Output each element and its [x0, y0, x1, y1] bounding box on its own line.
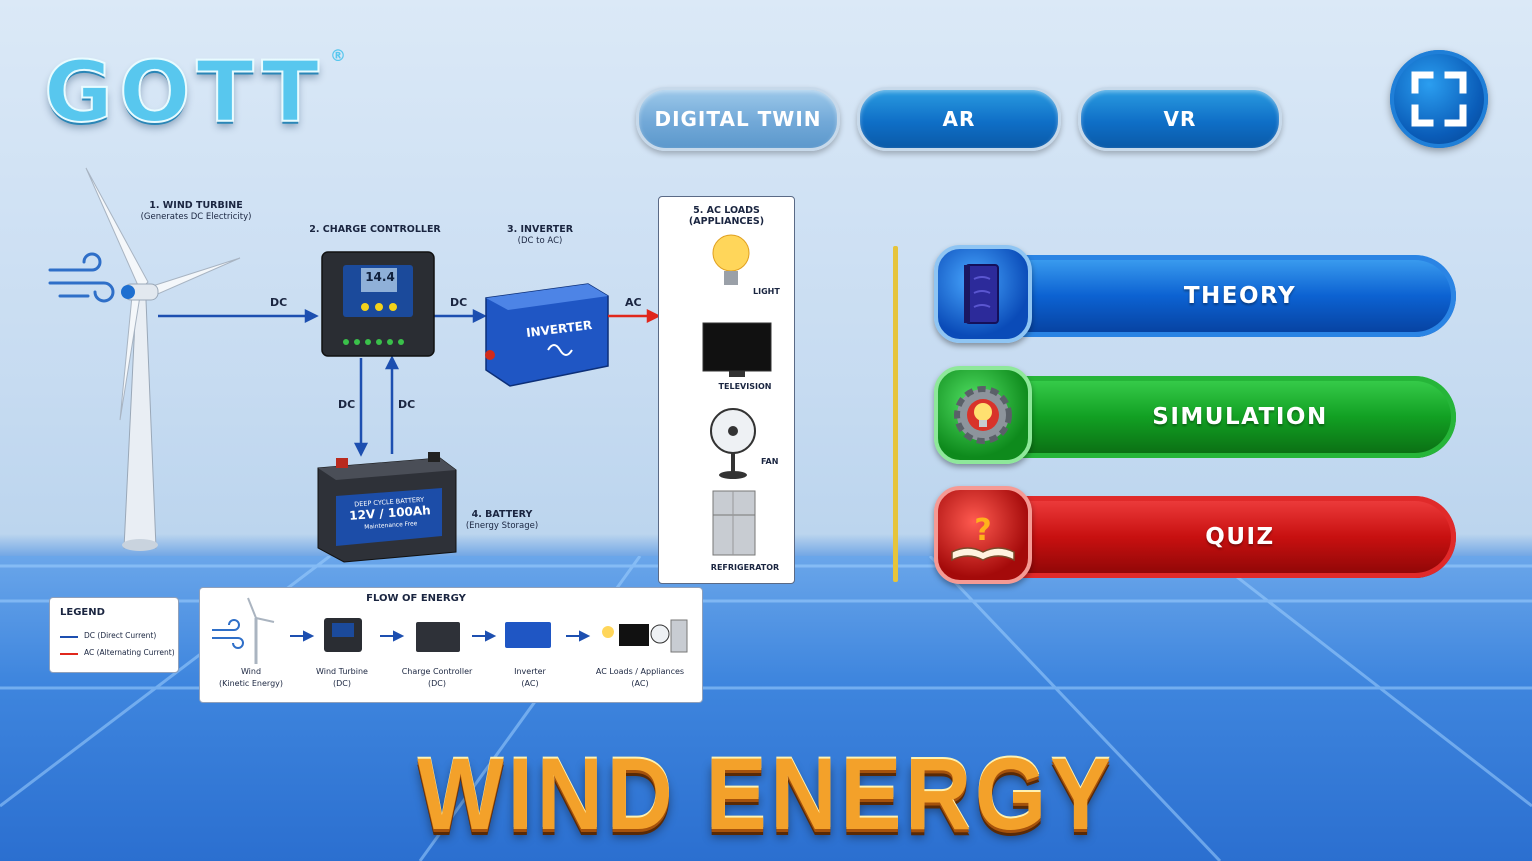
legend-ac: AC (Alternating Current): [84, 648, 175, 657]
flow-of-energy-panel: FLOW OF ENERGY Wind (Kinetic Energy) Win…: [199, 587, 703, 703]
flow-inverter-icon: [505, 622, 551, 648]
load-fan: FAN: [761, 457, 779, 466]
controller-title: 2. CHARGE CONTROLLER: [309, 224, 441, 235]
inverter-label: 3. INVERTER (DC to AC): [490, 224, 590, 247]
turbine-label: 1. WIND TURBINE (Generates DC Electricit…: [136, 200, 256, 223]
flow-step-controller: Charge Controller (DC): [392, 666, 482, 689]
quiz-button[interactable]: QUIZ ?: [934, 486, 1458, 584]
flow-step-name: Wind: [240, 667, 262, 676]
svg-text:?: ?: [974, 513, 991, 548]
flow-step-sub: (Kinetic Energy): [218, 678, 283, 688]
vr-button[interactable]: VR: [1078, 87, 1282, 151]
load-light: LIGHT: [753, 287, 780, 296]
flow-step-sub: (AC): [631, 678, 649, 688]
wind-turbine-icon: [85, 167, 241, 551]
theory-badge: [934, 245, 1032, 343]
turbine-sub: (Generates DC Electricity): [140, 211, 252, 222]
flow-step-wind: Wind (Kinetic Energy): [210, 666, 292, 689]
flow-turbine-icon: [247, 597, 275, 664]
load-refrigerator: REFRIGERATOR: [710, 563, 780, 572]
flow-dc-1: DC: [270, 296, 288, 309]
flow-title: FLOW OF ENERGY: [366, 593, 466, 604]
theory-label: THEORY: [984, 255, 1456, 337]
turbine-title: 1. WIND TURBINE: [149, 200, 243, 211]
flow-step-turbine: Wind Turbine (DC): [302, 666, 382, 689]
wind-icon: [48, 252, 115, 303]
flow-battery-icon: [416, 622, 460, 652]
refrigerator-icon: [712, 490, 756, 556]
simulation-button[interactable]: SIMULATION: [934, 366, 1458, 464]
quiz-label: QUIZ: [984, 496, 1456, 578]
page-title: WIND ENERGY: [417, 737, 1115, 851]
inverter-device-label: INVERTER: [525, 318, 593, 340]
loads-title: 5. AC LOADS (APPLIANCES): [688, 205, 765, 227]
book-icon: [964, 264, 999, 324]
theory-button[interactable]: THEORY: [934, 245, 1458, 343]
flow-step-inverter: Inverter (AC): [492, 666, 568, 689]
quiz-badge: ?: [934, 486, 1032, 584]
menu-divider: [893, 246, 898, 582]
battery-face: DEEP CYCLE BATTERY 12V / 100Ah Maintenan…: [337, 494, 443, 533]
inverter-title: 3. INVERTER: [506, 224, 574, 235]
flow-wind-icon: [212, 619, 244, 649]
digital-twin-button[interactable]: DIGITAL TWIN: [636, 87, 840, 151]
legend-title: LEGEND: [60, 607, 105, 618]
legend-dc: DC (Direct Current): [84, 631, 157, 640]
question-book-icon: ?: [951, 513, 1015, 562]
ac-loads-panel: 5. AC LOADS (APPLIANCES) LIGHT TELEVISIO…: [658, 196, 795, 584]
flow-controller-icon: [324, 618, 362, 652]
flow-step-name: AC Loads / Appliances: [595, 667, 685, 676]
television-icon: [702, 322, 772, 377]
flow-step-name: Charge Controller: [401, 667, 473, 676]
flow-dc-2: DC: [450, 296, 468, 309]
flow-step-loads: AC Loads / Appliances (AC): [582, 666, 698, 689]
gear-bulb-icon: [954, 386, 1012, 444]
inverter-sub: (DC to AC): [517, 235, 563, 246]
fullscreen-icon: [1411, 71, 1467, 127]
legend-dc-swatch: [60, 636, 78, 638]
load-television: TELEVISION: [718, 382, 772, 391]
fan-icon: [710, 408, 756, 479]
flow-step-sub: (DC): [428, 678, 446, 688]
battery-sub: (Energy Storage): [465, 520, 539, 531]
simulation-label: SIMULATION: [984, 376, 1456, 458]
flow-ac: AC: [625, 296, 642, 309]
registered-mark: ®: [330, 46, 346, 65]
flow-dc-down: DC: [338, 398, 356, 411]
controller-display: 14.4: [365, 270, 395, 284]
flow-step-sub: (AC): [521, 678, 539, 688]
fullscreen-button[interactable]: [1390, 50, 1488, 148]
legend-ac-swatch: [60, 653, 78, 655]
flow-step-sub: (DC): [333, 678, 351, 688]
flow-step-name: Inverter: [514, 667, 546, 676]
ar-button[interactable]: AR: [857, 87, 1061, 151]
legend-panel: LEGEND DC (Direct Current) AC (Alternati…: [49, 597, 179, 673]
simulation-badge: [934, 366, 1032, 464]
battery-title: 4. BATTERY: [471, 509, 533, 520]
flow-dc-up: DC: [398, 398, 416, 411]
light-bulb-icon: [712, 234, 750, 285]
flow-step-name: Wind Turbine: [316, 667, 368, 676]
flow-loads-icons: [602, 619, 688, 653]
battery-label: 4. BATTERY (Energy Storage): [462, 509, 542, 532]
gott-logo: GOTT: [43, 43, 325, 141]
charge-controller-icon: [321, 251, 435, 357]
